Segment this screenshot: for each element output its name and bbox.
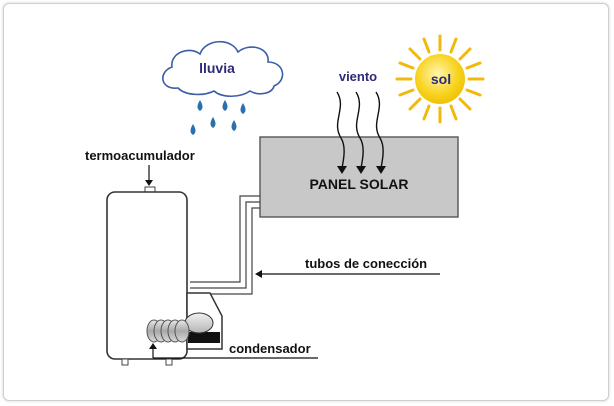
water-tank bbox=[106, 186, 188, 366]
sun-label: sol bbox=[431, 71, 451, 87]
heat-exchanger-coil bbox=[146, 319, 190, 343]
wind-label: viento bbox=[339, 69, 377, 84]
condenser bbox=[184, 292, 223, 350]
cloud-icon bbox=[162, 40, 284, 98]
solar-panel-label: PANEL SOLAR bbox=[309, 176, 408, 192]
condenser-label: condensador bbox=[229, 341, 311, 356]
pipes-pointer-arrow bbox=[255, 270, 440, 278]
rain-drop-icon bbox=[190, 100, 246, 135]
rain-label: lluvia bbox=[199, 60, 235, 76]
pipes-label: tubos de conección bbox=[305, 256, 427, 271]
sun-icon bbox=[395, 34, 485, 124]
tank-pointer-arrow bbox=[145, 165, 153, 186]
wind-arrow-icon bbox=[336, 91, 384, 169]
connection-pipes bbox=[190, 195, 260, 295]
condenser-pointer-arrow bbox=[149, 343, 318, 359]
solar-panel bbox=[259, 136, 459, 218]
tank-label: termoacumulador bbox=[85, 148, 195, 163]
